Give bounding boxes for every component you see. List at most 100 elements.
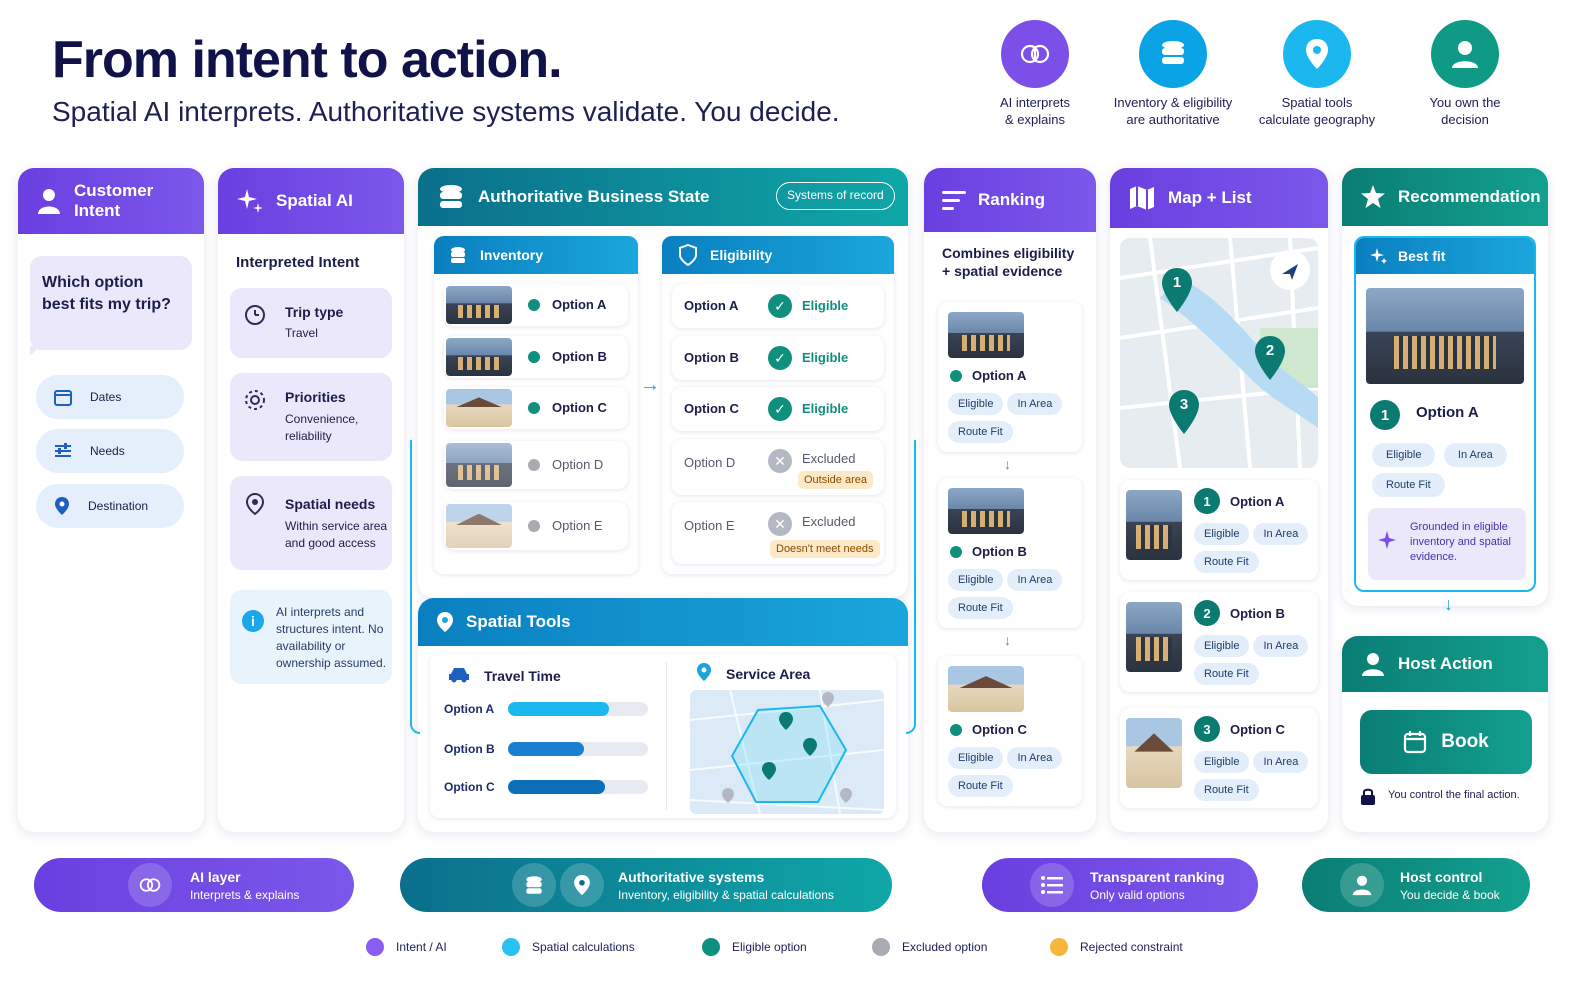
customer-intent-header: Customer Intent [18,168,204,234]
card-sub: Travel [285,326,318,340]
status-badge: Excluded [802,451,856,466]
grounded-note: Grounded in eligible inventory and spati… [1368,508,1526,580]
top-icon-label: Inventory & eligibility [1113,95,1233,110]
card-sub: Convenience, reliability [285,412,359,443]
map-list-header: Map + List [1110,168,1328,228]
property-photo [446,389,512,427]
status-badge: Excluded [802,514,856,529]
brain-icon [128,863,172,907]
sparkle-icon [1370,248,1387,264]
option-name: Option E [684,518,735,533]
status-badge: Eligible [802,401,849,416]
legend-item: Intent / AI [366,938,447,956]
arrow-down-icon: ↓ [1004,456,1011,472]
property-photo [948,312,1024,358]
book-button[interactable]: Book [1360,710,1532,774]
customer-item-dates[interactable]: Dates [36,375,184,419]
ai-note-text: AI interprets and structures intent. No … [276,605,387,670]
legend-dot [702,938,720,956]
shield-icon [679,244,697,266]
arrow-right-icon: → [640,374,660,396]
clock-icon [245,305,265,325]
option-name: Option A [552,297,607,312]
customer-item-destination[interactable]: Destination [36,484,184,528]
inventory-row[interactable]: Option C [444,387,628,429]
legend-dot [1050,938,1068,956]
rank-number: 1 [1370,400,1400,430]
bar-label: Option B [444,742,495,756]
map-view[interactable]: 1 2 3 [1120,238,1318,468]
property-photo [948,488,1024,534]
map-pin-label: 1 [1172,274,1182,291]
top-icon-label: decision [1441,112,1489,127]
option-name: Option A [972,368,1027,383]
spatial-ai-panel: Spatial AI Interpreted Intent Trip type … [218,168,404,832]
property-photo [948,666,1024,712]
ranking-title: Ranking [978,190,1046,209]
option-name: Option E [552,518,603,533]
option-name: Option B [972,544,1027,559]
host-action-panel: Host Action Book You control the final a… [1342,636,1548,832]
tag-chip: In Area [1007,569,1063,591]
option-name: Option A [684,298,739,313]
map-pin-label: 3 [1179,396,1189,413]
status-badge: Eligible [802,298,849,313]
arrow-down-icon: ↓ [1004,632,1011,648]
pill-sub: Inventory, eligibility & spatial calcula… [618,887,834,902]
customer-item-needs[interactable]: Needs [36,429,184,473]
option-name: Option C [552,400,607,415]
recommendation-title: Recommendation [1398,187,1541,206]
customer-item-label: Needs [90,444,125,458]
connector-line [410,440,420,734]
calendar-icon [1404,731,1427,754]
travel-time-label: Travel Time [484,668,561,684]
rank-number: 2 [1194,600,1220,626]
property-photo [446,504,512,548]
map-list-title: Map + List [1168,188,1252,207]
inventory-row[interactable]: Option A [444,284,628,326]
best-fit-header: Best fit [1356,238,1534,274]
location-pin-icon [55,497,69,515]
card-title: Priorities [285,389,346,405]
tag-chip: Route Fit [948,597,1013,619]
legend-item: Rejected constraint [1050,938,1183,956]
tag-chip: In Area [1253,523,1309,545]
bar-fill [508,702,609,716]
customer-intent-title: Customer Intent [73,181,154,220]
page-subtitle: Spatial AI interprets. Authoritative sys… [52,96,840,127]
lock-icon [1361,788,1375,805]
sparkle-icon [1378,531,1396,549]
tag-chip: In Area [1253,751,1309,773]
property-photo [1126,718,1182,788]
service-area-label: Service Area [726,666,811,682]
database-icon [451,247,465,263]
option-name: Option B [684,350,739,365]
inventory-row[interactable]: Option D [444,441,628,489]
location-pin-icon [437,612,453,632]
pill-title: Authoritative systems [618,868,765,885]
status-dot [528,351,540,363]
inventory-row[interactable]: Option E [444,502,628,550]
user-icon [37,189,60,214]
spatial-ai-title: Spatial AI [276,191,353,210]
ranking-panel: Ranking Combines eligibility + spatial e… [924,168,1096,832]
legend-label: Rejected constraint [1080,940,1183,954]
tag-chip: Eligible [948,747,1004,769]
ai-note-card: i AI interprets and structures intent. N… [230,590,392,684]
trip-type-card: Trip type Travel [230,288,392,358]
inventory-row[interactable]: Option B [444,336,628,378]
business-state-panel: Authoritative Business State Systems of … [418,168,908,598]
eligibility-row: Option B✓Eligible [672,336,884,380]
